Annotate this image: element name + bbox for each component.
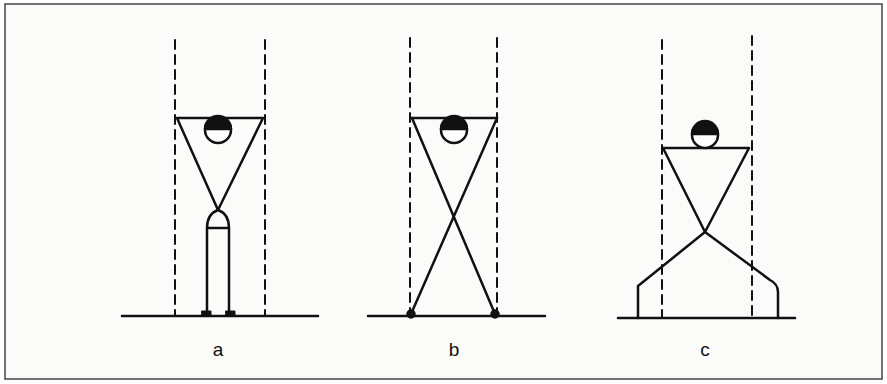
hair — [692, 121, 718, 134]
torso — [663, 148, 749, 232]
hair — [441, 116, 467, 129]
ground-line — [618, 317, 795, 320]
head — [692, 122, 718, 148]
ground-line — [122, 315, 318, 318]
dashed-guide — [496, 38, 498, 316]
foot — [492, 311, 499, 318]
dashed-guide — [264, 40, 266, 316]
foot — [408, 311, 415, 318]
dashed-guide — [174, 40, 176, 316]
figure-label: b — [449, 340, 460, 359]
foot — [226, 311, 235, 316]
figure-a — [122, 40, 318, 316]
head — [441, 117, 467, 143]
figure-c — [618, 36, 795, 318]
foot — [202, 311, 211, 316]
dashed-guide — [751, 36, 753, 318]
dashed-guide — [409, 38, 411, 316]
legs — [207, 210, 229, 313]
ground-line — [368, 315, 545, 318]
head — [205, 117, 231, 143]
frame — [5, 4, 882, 379]
legs — [638, 232, 778, 318]
figure-label: a — [213, 340, 224, 359]
figure-b — [368, 38, 545, 318]
dashed-guide — [661, 40, 663, 318]
torso — [177, 118, 263, 210]
hair — [205, 116, 231, 129]
figure-label: c — [700, 340, 710, 359]
limb — [411, 118, 497, 314]
